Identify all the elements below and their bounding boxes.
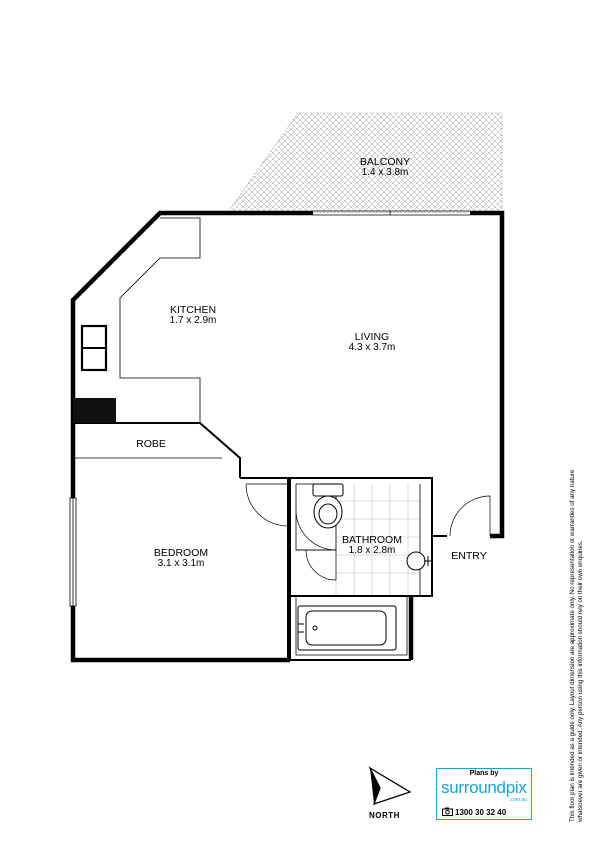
logo-domain: .com.au: [509, 797, 527, 803]
fixtures-outlines: [73, 217, 421, 656]
logo-phone: 1300 30 32 40: [455, 808, 507, 817]
balcony-label: BALCONY: [360, 156, 410, 168]
living-label: LIVING: [355, 331, 389, 343]
exterior-walls: [70, 210, 505, 663]
kitchen-sink: [80, 324, 108, 372]
toilet-icon: [312, 483, 344, 529]
basin-icon: [406, 551, 431, 571]
bedroom-door: [245, 483, 289, 527]
kitchen-dims: 1.7 x 2.9m: [170, 315, 217, 326]
robe-label: ROBE: [136, 438, 166, 450]
interior-walls: [73, 422, 447, 661]
surroundpix-logo: Plans by surroundpix .com.au 1300 30 32 …: [436, 768, 532, 820]
logo-brand: surroundpix: [441, 778, 527, 797]
bathroom-label: BATHROOM: [342, 534, 402, 546]
north-label: NORTH: [369, 811, 400, 820]
bedroom-label: BEDROOM: [154, 547, 208, 559]
entry-door: [449, 495, 491, 537]
bedroom-dims: 3.1 x 3.1m: [158, 558, 205, 569]
north-arrow-icon: [368, 766, 412, 806]
disclaimer-line-1: This floor plan is intended as a guide o…: [569, 469, 576, 822]
living-dims: 4.3 x 3.7m: [349, 342, 396, 353]
kitchen-cooktop: [73, 398, 116, 423]
bedroom-window: [69, 497, 77, 607]
bathroom-door: [295, 509, 337, 581]
camera-icon: [442, 807, 453, 816]
balcony-sliding-door: [313, 210, 470, 216]
disclaimer-line-2: whatsoever are given or intended. Any pe…: [577, 540, 585, 822]
bathtub-icon: [297, 605, 397, 651]
bathroom-dims: 1.8 x 2.8m: [349, 545, 396, 556]
logo-heading: Plans by: [469, 770, 499, 777]
disclaimer: This floor plan is intended as a guide o…: [569, 402, 585, 822]
balcony-dims: 1.4 x 3.8m: [362, 167, 409, 178]
entry-label: ENTRY: [451, 550, 486, 562]
kitchen-label: KITCHEN: [170, 304, 216, 316]
balcony: [227, 112, 503, 214]
